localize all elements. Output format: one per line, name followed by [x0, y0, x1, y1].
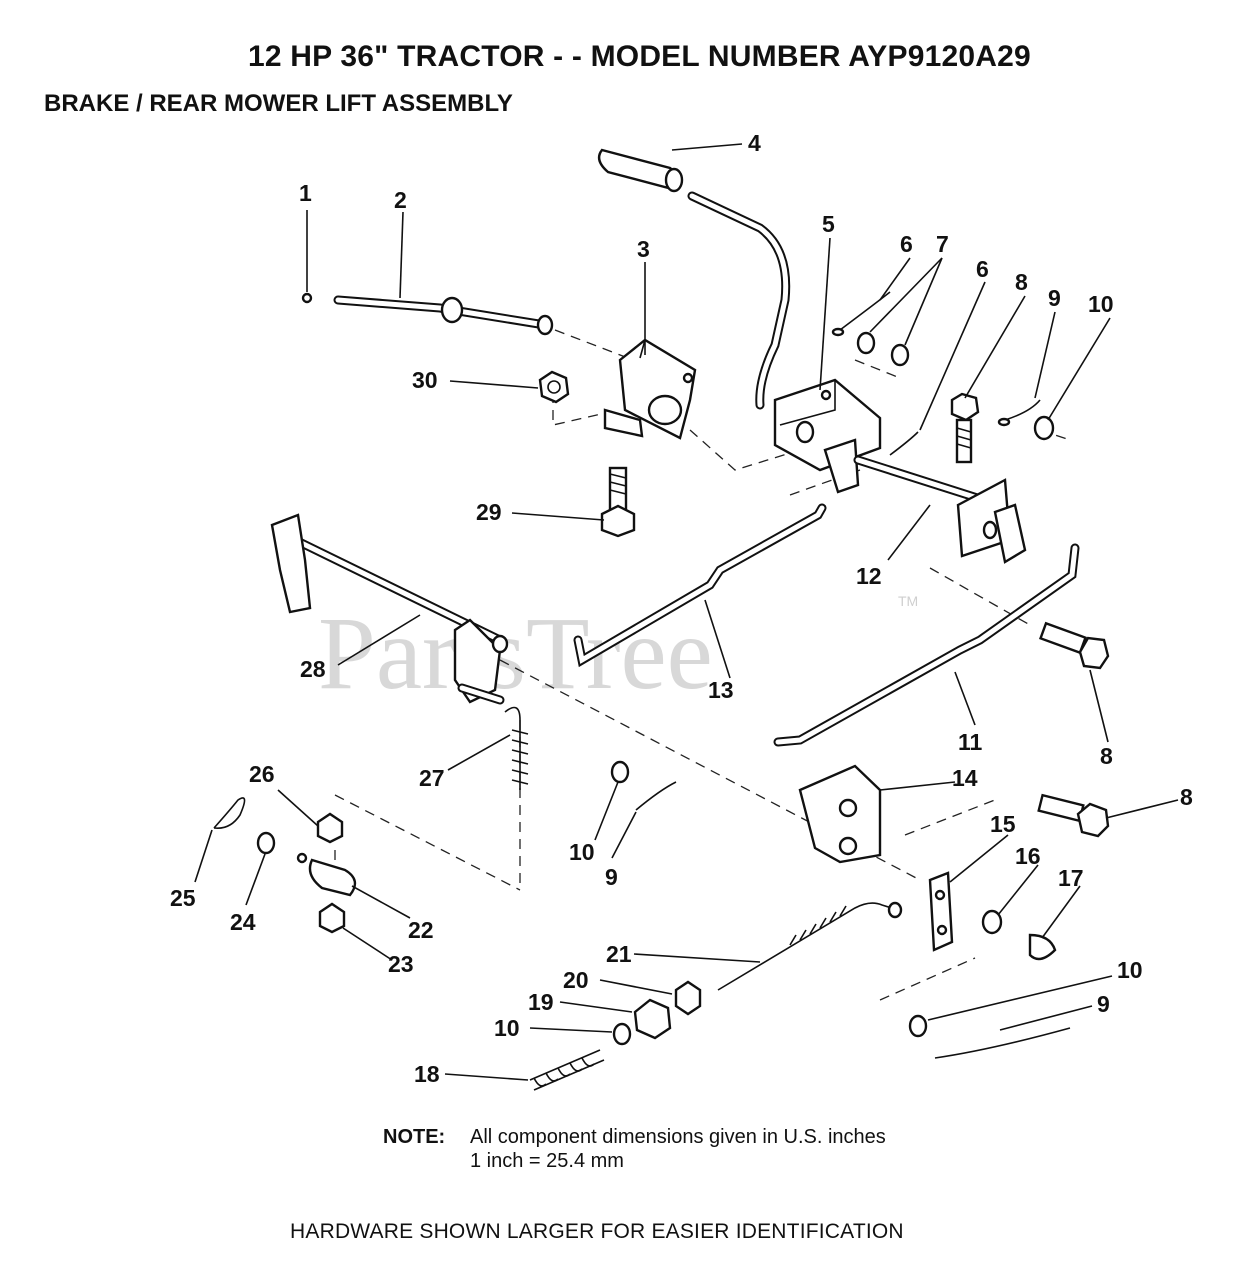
part-6-cotter-pin-upper	[831, 291, 891, 337]
part-11-rod	[773, 543, 1080, 747]
callout-label: 2	[394, 187, 407, 213]
callout-label: 9	[1097, 991, 1110, 1017]
callout-label: 14	[952, 765, 978, 791]
part-8-bolt-middle	[1038, 621, 1110, 670]
callout-label: 10	[1088, 291, 1114, 317]
callout-label: 1	[299, 180, 312, 206]
callout-label: 30	[412, 367, 438, 393]
callout-label: 10	[494, 1015, 520, 1041]
part-13-rod	[573, 503, 827, 668]
part-10-washer-middle	[610, 760, 630, 784]
part-10-washer-lower	[612, 1022, 632, 1046]
callout-labels: 1 2 3 4 5 6 7 6 8 9 10 30 29 12 28 13 11…	[170, 130, 1193, 1087]
part-10-washer-upper	[1033, 415, 1055, 441]
part-21-adjust-rod	[717, 901, 903, 991]
callout-label: 24	[230, 909, 256, 935]
watermark-trademark: TM	[898, 593, 918, 609]
part-10-washer-lower-right	[908, 1014, 928, 1038]
part-12-shaft	[853, 455, 1027, 564]
part-25-cotter-pin	[213, 797, 246, 830]
part-19-ferrule	[633, 998, 672, 1040]
part-29-bolt	[600, 466, 636, 538]
part-14-bracket	[798, 764, 882, 864]
callout-label: 11	[958, 729, 983, 755]
callout-label: 8	[1100, 743, 1113, 769]
part-30-nut	[538, 370, 570, 404]
callout-label: 28	[300, 656, 326, 682]
callout-label: 6	[976, 256, 989, 282]
part-9-cotter-pin-lower-right	[934, 1027, 1071, 1059]
part-18-spring	[529, 1049, 605, 1091]
hardware-footnote: HARDWARE SHOWN LARGER FOR EASIER IDENTIF…	[290, 1220, 904, 1243]
part-22-trunnion	[296, 852, 357, 897]
watermark-text: PartsTree	[318, 596, 713, 711]
callout-label: 16	[1015, 843, 1041, 869]
diagram-title: 12 HP 36" TRACTOR - - MODEL NUMBER AYP91…	[248, 40, 1031, 73]
callout-label: 8	[1180, 784, 1193, 810]
callout-label: 19	[528, 989, 554, 1015]
part-28-rockshaft	[270, 513, 509, 705]
part-15-plate	[928, 871, 954, 952]
callout-label: 22	[408, 917, 434, 943]
part-8-bolt-upper	[950, 392, 980, 464]
part-7-washers	[856, 331, 910, 367]
callout-label: 20	[563, 967, 589, 993]
callout-label: 9	[605, 864, 618, 890]
callout-label: 10	[1117, 957, 1143, 983]
part-6-cotter-pin-lower	[889, 431, 919, 456]
callout-label: 17	[1058, 865, 1084, 891]
callout-label: 6	[900, 231, 913, 257]
part-8-bolt-lower	[1037, 793, 1110, 838]
part-2-rod	[333, 295, 554, 336]
callout-label: 12	[856, 563, 882, 589]
callout-label: 8	[1015, 269, 1028, 295]
part-24-washer	[256, 831, 276, 855]
note-conversion: 1 inch = 25.4 mm	[470, 1150, 624, 1172]
callout-label: 10	[569, 839, 595, 865]
callout-label: 7	[936, 231, 949, 257]
callout-label: 26	[249, 761, 275, 787]
callout-label: 3	[637, 236, 650, 262]
callout-label: 9	[1048, 285, 1061, 311]
part-23-nut	[318, 902, 346, 934]
note-label: NOTE:	[383, 1126, 446, 1148]
part-26-nut	[316, 812, 344, 844]
part-20-nut	[674, 980, 702, 1016]
part-17-clip	[1028, 933, 1057, 961]
callout-label: 23	[388, 951, 414, 977]
callout-label: 5	[822, 211, 835, 237]
callout-label: 15	[990, 811, 1016, 837]
part-1-pin	[301, 292, 313, 304]
assembly-subtitle: BRAKE / REAR MOWER LIFT ASSEMBLY	[44, 90, 513, 117]
callout-label: 13	[708, 677, 734, 703]
part-3-bracket	[603, 338, 697, 440]
part-9-cotter-pin-upper	[997, 399, 1041, 427]
note-dimensions: All component dimensions given in U.S. i…	[470, 1126, 886, 1148]
callout-label: 25	[170, 885, 196, 911]
part-16-washer	[981, 909, 1003, 935]
part-4-grip	[597, 148, 684, 193]
callout-label: 18	[414, 1061, 440, 1087]
part-27-spring-link	[504, 706, 529, 790]
part-9-cotter-pin-middle	[635, 781, 677, 811]
callout-label: 29	[476, 499, 502, 525]
callout-label: 4	[748, 130, 761, 156]
callout-leaders	[194, 143, 1179, 1081]
callout-label: 27	[419, 765, 445, 791]
callout-label: 21	[606, 941, 632, 967]
part-5-lever	[687, 191, 882, 494]
